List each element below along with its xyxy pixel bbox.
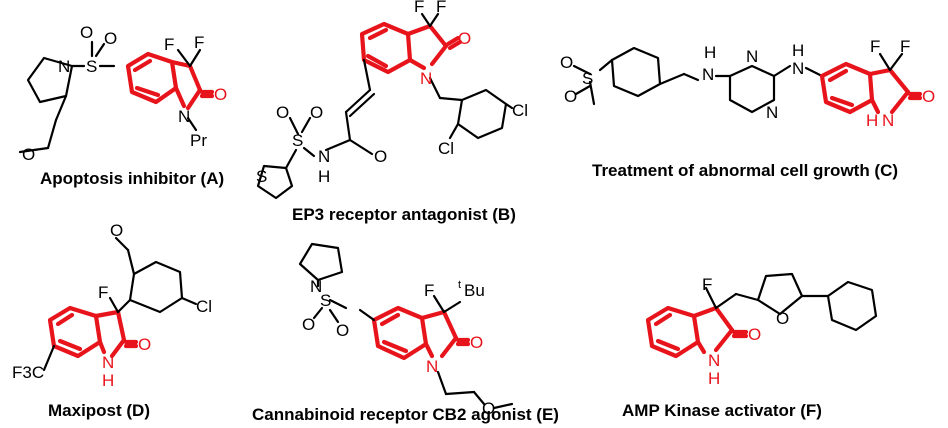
sulfonyl-oxygen-e1: O [302, 315, 315, 334]
pyrimidine-nitrogen-c2: N [746, 47, 758, 66]
compound-d-structure: O F Cl F3C O N H Maxipost (D) [12, 221, 212, 420]
sulfonyl-oxygen-e2: O [336, 321, 349, 340]
ether-oxygen-a: O [22, 145, 35, 164]
sulfur-atom-a: S [86, 57, 97, 76]
amide-nitrogen-b: N [318, 147, 330, 166]
ring-hydrogen-d: H [102, 371, 114, 390]
furan-oxygen-f: O [776, 309, 789, 328]
sulfonyl-oxygen-c1: O [560, 53, 573, 72]
ring-nitrogen-c: N [882, 111, 894, 130]
ring-nitrogen-d: N [102, 353, 114, 372]
carbonyl-oxygen-c: O [922, 87, 935, 106]
pyrrolidine-nitrogen-e: N [310, 277, 322, 296]
compound-b-structure: F F O N Cl Cl S O O N H O S EP3 receptor… [256, 0, 528, 224]
sulfur-e: S [320, 291, 331, 310]
caption-e: Cannabinoid receptor CB2 agonist (E) [252, 405, 559, 424]
sulfonyl-oxygen-b2: O [310, 103, 323, 122]
carbonyl-oxygen-e: O [470, 333, 483, 352]
caption-c: Treatment of abnormal cell growth (C) [592, 161, 898, 180]
ring-nitrogen-b: N [420, 69, 432, 88]
caption-b: EP3 receptor antagonist (B) [292, 205, 516, 224]
tert-butyl-e: Bu [464, 281, 485, 300]
sulfur-c: S [582, 69, 593, 88]
fluorine-b2: F [436, 0, 446, 16]
sulfonyl-oxygen-a1: O [80, 23, 93, 42]
methoxy-oxygen-d: O [110, 221, 123, 240]
thiophene-sulfur-b: S [256, 167, 267, 186]
fluorine-c2: F [900, 37, 910, 56]
ether-oxygen-e: O [482, 399, 495, 418]
compound-c-structure: S O O H N N N H N F F O N H Treatment of… [560, 37, 935, 180]
sulfonyl-oxygen-a2: O [104, 29, 117, 48]
sulfonyl-oxygen-b1: O [276, 103, 289, 122]
compound-a-structure: S O O N F F O N Pr O Apoptosis inhibitor… [18, 23, 227, 188]
chlorine-b2: Cl [438, 139, 454, 158]
fluorine-b1: F [414, 0, 424, 16]
hydrogen-c1: H [704, 43, 716, 62]
sulfur-b: S [292, 131, 303, 150]
caption-f: AMP Kinase activator (F) [622, 401, 822, 420]
ring-hydrogen-c: H [866, 111, 878, 130]
carbonyl-oxygen-a: O [214, 85, 227, 104]
ring-nitrogen-f: N [708, 351, 720, 370]
hydrogen-c2: H [792, 41, 804, 60]
fluorine-d: F [98, 283, 108, 302]
ring-hydrogen-f: H [708, 369, 720, 388]
fluorine-c1: F [870, 37, 880, 56]
carbonyl-oxygen-d: O [138, 335, 151, 354]
chlorine-d: Cl [196, 297, 212, 316]
chlorine-b1: Cl [512, 101, 528, 120]
compound-f-structure: F O O N H AMP Kinase activator (F) [622, 272, 878, 420]
fluorine-a2: F [194, 33, 204, 52]
ring-nitrogen-e: N [426, 357, 438, 376]
amide-hydrogen-b: H [318, 167, 330, 186]
fluorine-f: F [702, 275, 712, 294]
pyrrolidine-nitrogen-a: N [58, 57, 70, 76]
caption-d: Maxipost (D) [48, 401, 150, 420]
nitrogen-c1: N [702, 65, 714, 84]
amide-oxygen-b: O [374, 147, 387, 166]
fluorine-a1: F [164, 35, 174, 54]
fluorine-e: F [424, 281, 434, 300]
caption-a: Apoptosis inhibitor (A) [40, 169, 224, 188]
trifluoromethyl-d: F3C [12, 363, 44, 382]
nitrogen-c4: N [792, 59, 804, 78]
sulfonyl-oxygen-c2: O [564, 87, 577, 106]
propyl-label-a: Pr [190, 131, 207, 150]
ring-nitrogen-a: N [178, 107, 190, 126]
compound-e-structure: N S O O F t Bu O N O Cannabinoid recepto… [252, 242, 559, 424]
carbonyl-oxygen-b: O [458, 29, 471, 48]
pyrimidine-nitrogen-c3: N [766, 103, 778, 122]
tert-prefix-e: t [458, 279, 461, 291]
carbonyl-oxygen-f: O [748, 325, 761, 344]
